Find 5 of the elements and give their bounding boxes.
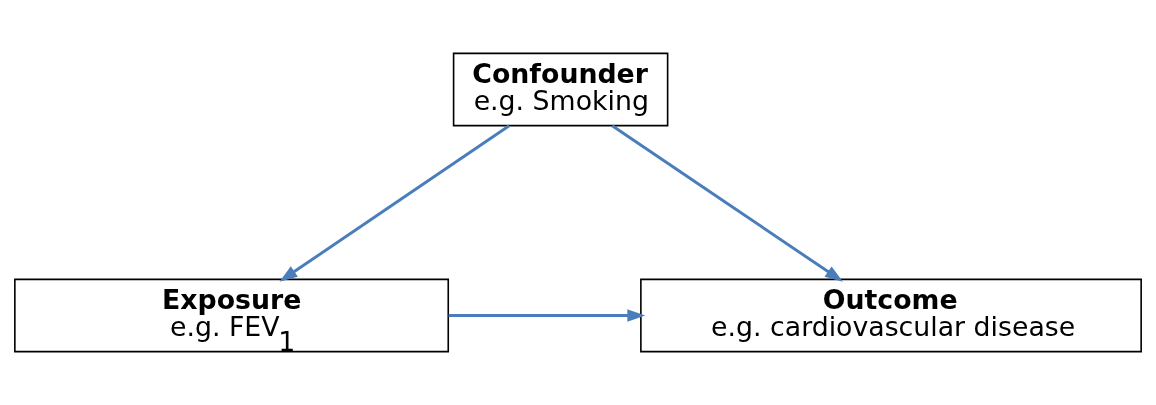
arrow (611, 124, 843, 282)
arrow (279, 124, 510, 282)
node-box: Confounder e.g. Smoking (452, 52, 669, 127)
node-box: Outcome e.g. cardiovascular disease (640, 278, 1142, 353)
arrow (448, 309, 646, 322)
